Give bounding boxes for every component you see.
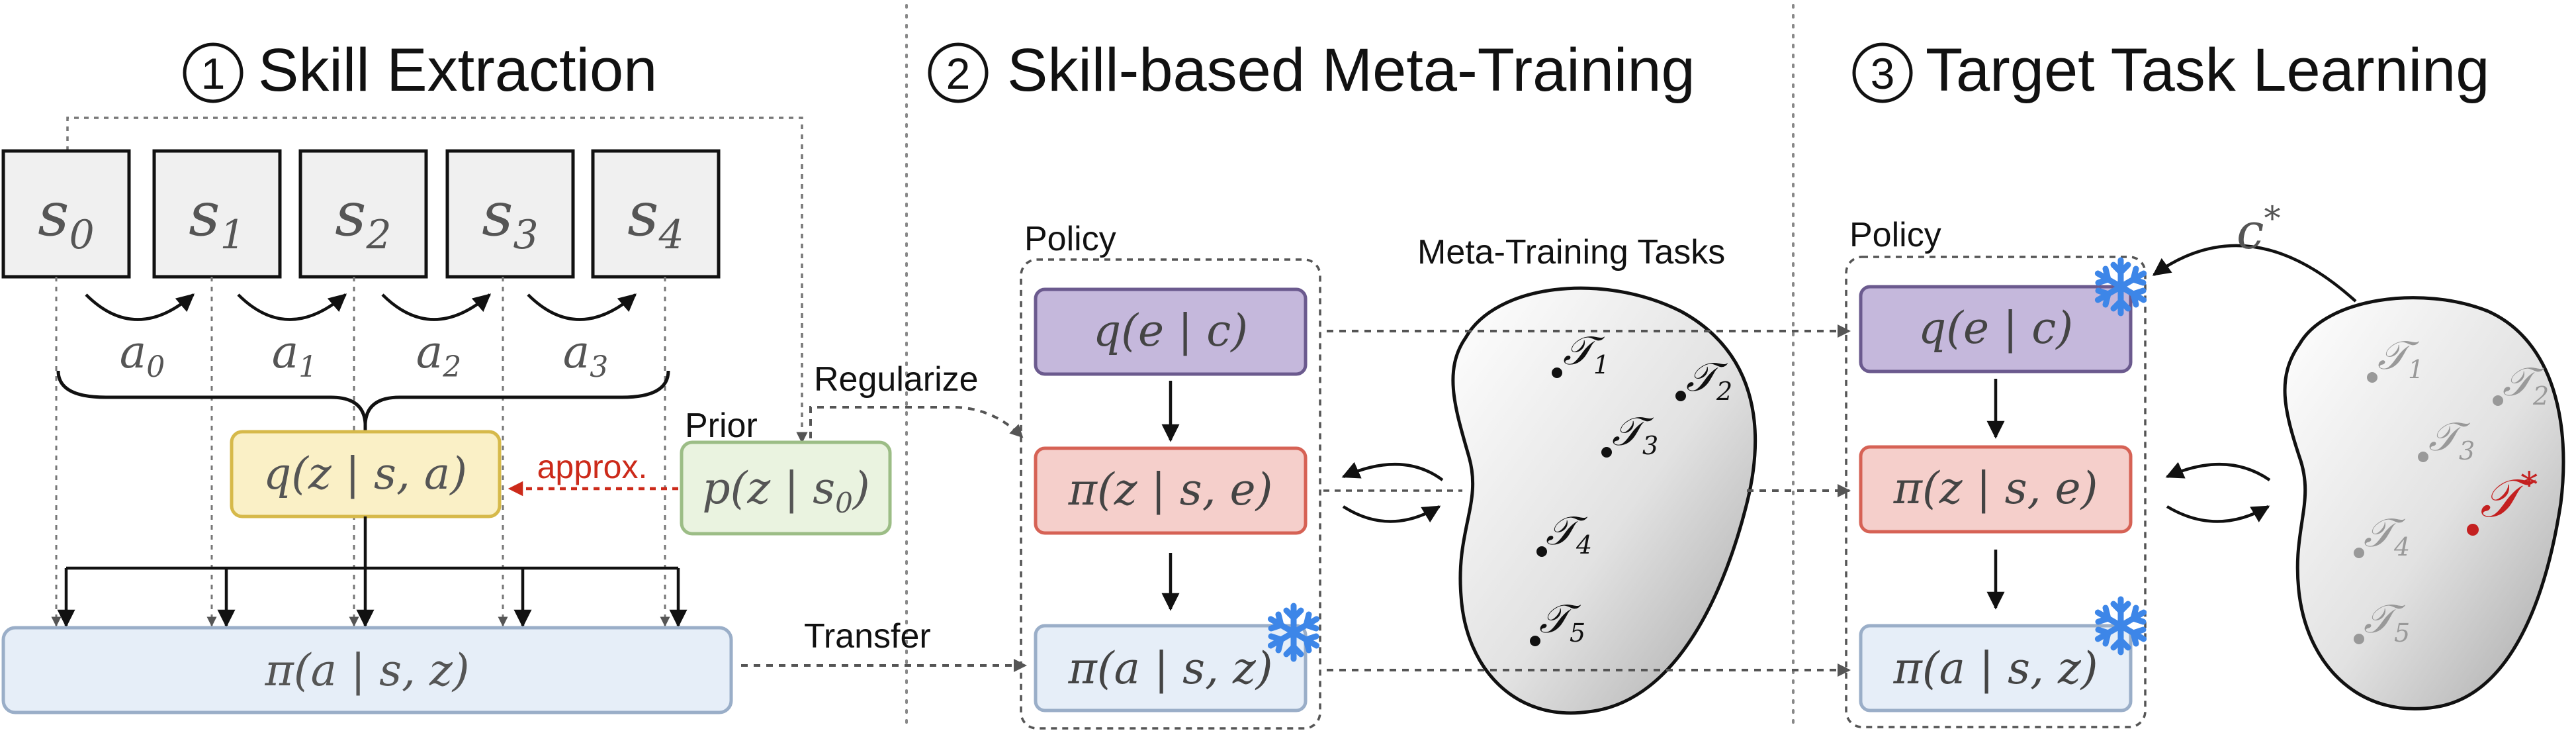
section-header-skill-extraction: 1 Skill Extraction (183, 36, 657, 104)
svg-text:s4: s4 (627, 179, 684, 258)
meta-high-level-policy-box: π(z | s, e) (1034, 446, 1308, 535)
svg-text:s3: s3 (482, 179, 538, 258)
target-task-point (2354, 548, 2364, 558)
action-label-a2: a2 (416, 326, 462, 384)
section-number: 2 (946, 49, 971, 98)
meta-task-point (1530, 636, 1540, 646)
regularize-label: Regularize (814, 360, 979, 399)
section-number: 3 (1871, 49, 1895, 98)
action-label-a1: a1 (272, 326, 318, 384)
svg-text:s0: s0 (38, 179, 94, 258)
target-encoder-box: q(e | c) (1859, 285, 2133, 373)
state-box-s2: s2 (298, 149, 428, 279)
section-number-circle (1852, 42, 1913, 103)
target-interaction-arc-top (2165, 462, 2271, 481)
context-label: c* (2237, 199, 2280, 260)
state-box-s3: s3 (445, 149, 575, 279)
section-number: 1 (201, 49, 226, 98)
svg-text:π(a | s, z): π(a | s, z) (264, 645, 469, 696)
context-arrow (2152, 244, 2357, 303)
meta-interaction-arc-bottom (1342, 505, 1441, 523)
meta-task-point (1536, 546, 1547, 557)
svg-text:s1: s1 (189, 179, 245, 258)
svg-text:π(a | s, z): π(a | s, z) (1892, 643, 2098, 694)
skill-fanout-arrows (57, 516, 688, 628)
meta-tasks-label: Meta-Training Tasks (1417, 233, 1725, 271)
section-number-circle (928, 42, 989, 103)
target-task-star-point (2467, 524, 2479, 536)
regularize-arrow (809, 406, 1024, 438)
meta-task-point (1552, 367, 1562, 378)
meta-task-point (1675, 391, 1686, 401)
state-to-prior-link (66, 117, 808, 444)
target-task-point (2493, 395, 2503, 406)
target-high-level-policy-box: π(z | s, e) (1859, 445, 2133, 534)
svg-text:s2: s2 (335, 179, 391, 258)
target-task-point (2354, 634, 2364, 644)
skill-posterior-box: q(z | s, a) (230, 430, 502, 518)
section-header-target-learning: 3 Target Task Learning (1852, 36, 2489, 104)
policy-label-target: Policy (1849, 216, 1941, 254)
svg-text:q(e | c): q(e | c) (1918, 303, 2073, 354)
target-task-point (2367, 372, 2377, 383)
target-task-point (2418, 452, 2428, 462)
policy-container-target (1845, 256, 2147, 728)
target-interaction-arc-bottom (2166, 505, 2270, 523)
target-task-label: 𝒯2 (2503, 359, 2549, 411)
meta-encoder-box: q(e | c) (1034, 287, 1308, 376)
prior-label: Prior (685, 407, 758, 445)
action-label-a0: a0 (120, 326, 165, 384)
section-title: Skill Extraction (258, 36, 657, 104)
target-low-level-policy-box: π(a | s, z) (1859, 624, 2133, 712)
meta-task-label: 𝒯2 (1686, 354, 1732, 406)
state-box-s4: s4 (591, 149, 721, 279)
skill-decoder-box: π(a | s, z) (1, 626, 733, 714)
svg-text:q(e | c): q(e | c) (1093, 305, 1248, 356)
section-title: Target Task Learning (1926, 36, 2489, 104)
svg-text:π(a | s, z): π(a | s, z) (1067, 643, 1272, 694)
meta-task-label: 𝒯1 (1563, 328, 1609, 379)
svg-text:π(z | s, e): π(z | s, e) (1068, 464, 1273, 515)
meta-task-point (1601, 447, 1612, 458)
svg-text:p(z | s0): p(z | s0) (702, 463, 869, 519)
state-box-s1: s1 (152, 149, 282, 279)
policy-container-meta (1020, 258, 1321, 730)
approx-label: approx. (537, 448, 648, 485)
skill-prior-box: p(z | s0) (680, 440, 892, 536)
transfer-label: Transfer (804, 617, 931, 656)
meta-interaction-arc-top (1341, 462, 1444, 481)
action-arcs (85, 293, 637, 321)
policy-label-meta: Policy (1024, 220, 1116, 258)
svg-text:π(z | s, e): π(z | s, e) (1893, 463, 2098, 514)
state-box-s0: s0 (1, 149, 131, 279)
meta-low-level-policy-box: π(a | s, z) (1034, 624, 1308, 712)
section-title: Skill-based Meta-Training (1007, 36, 1695, 104)
section-number-circle (183, 42, 244, 103)
action-label-a3: a3 (563, 326, 609, 384)
svg-text:q(z | s, a): q(z | s, a) (263, 448, 467, 499)
section-header-meta-training: 2 Skill-based Meta-Training (928, 36, 1695, 104)
